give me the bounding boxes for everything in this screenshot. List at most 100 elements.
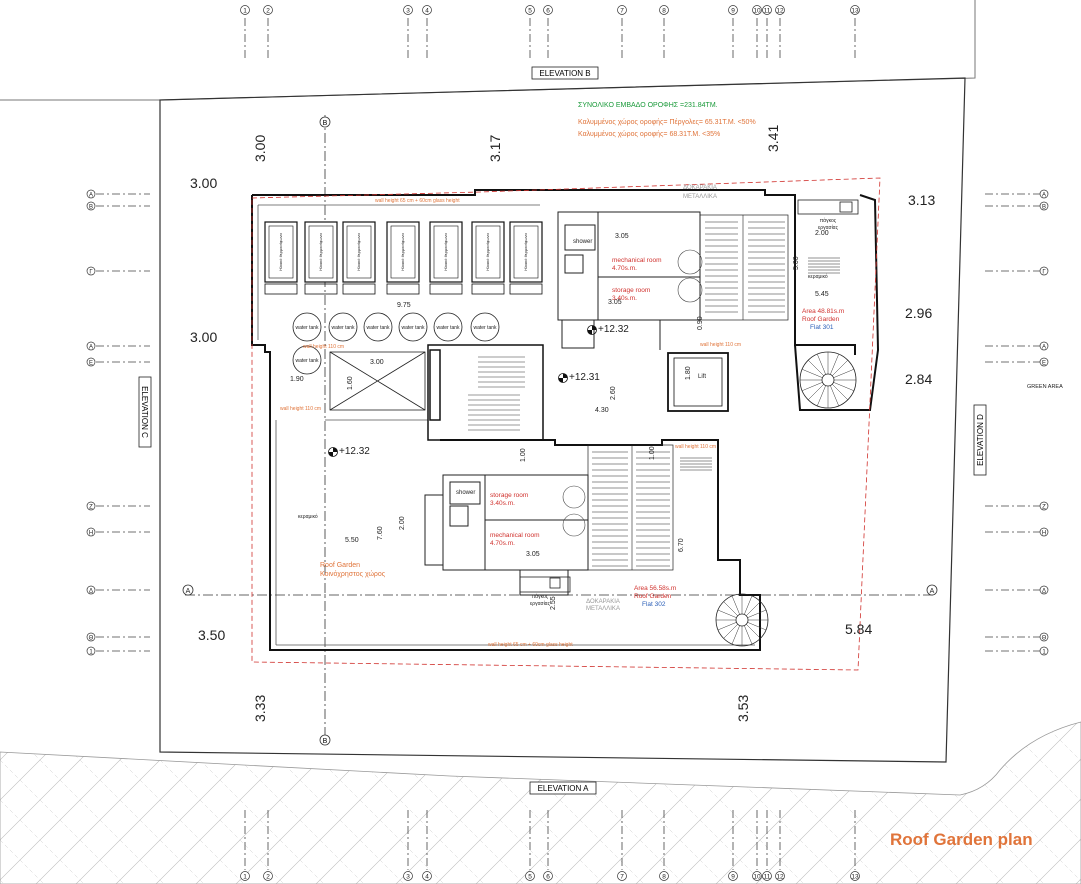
level-markers: +12.32+12.31+12.32: [328, 324, 629, 457]
water-tank-label: water tank: [401, 325, 425, 331]
flat-garden: Roof Garden: [802, 316, 840, 323]
elevation-a: ELEVATION A: [529, 781, 597, 795]
shower-label: shower: [573, 239, 592, 245]
spiral-tread: [833, 382, 854, 391]
spiral-tread: [833, 369, 854, 378]
spiral-tread: [746, 624, 761, 639]
solar-panel-label: Ηλιακό θερμοσίφωνα: [356, 233, 361, 271]
water-tank-circle: [433, 312, 463, 342]
spiral-tread: [808, 384, 824, 400]
grid-col-label: 2: [266, 8, 270, 15]
spiral-tread: [830, 354, 839, 375]
elevation-a-label: ELEVATION A: [538, 784, 589, 793]
elevation-c-label: ELEVATION C: [140, 386, 149, 438]
counter-label: πάγκος: [820, 217, 837, 224]
stair-core: [427, 344, 544, 441]
grid-row-marker: [1039, 646, 1049, 656]
solar-panel: [264, 221, 298, 283]
elevation-b: ELEVATION B: [531, 66, 599, 80]
green-area-label: GREEN AREA: [1027, 384, 1063, 390]
grid-col-label: 3: [406, 8, 410, 15]
summary-line1: Καλυμμένος χώρος οροφής= Πέργολες= 65.31…: [578, 118, 756, 126]
grid-col-label: 10: [753, 874, 761, 881]
grid-col-label: 3: [406, 874, 410, 881]
grid-col-marker: [752, 871, 762, 881]
grid-col-label: 4: [425, 874, 429, 881]
grid-col-label: 9: [731, 874, 735, 881]
grid-row-marker: [86, 266, 96, 276]
room-label: mechanical room: [490, 532, 540, 539]
flat-area: Area 48.81s.m: [802, 308, 844, 315]
pergola-top: [699, 214, 789, 321]
solar-panel-inner: [513, 225, 539, 279]
grid-row-label: Z: [89, 505, 93, 511]
grid-col-label: 12: [776, 874, 784, 881]
solar-panel-inner: [308, 225, 334, 279]
grid-row-marker: [86, 527, 96, 537]
spiral-tread: [731, 625, 740, 645]
solar-panel: [429, 221, 463, 283]
grid-col-marker: [762, 871, 772, 881]
water-tank-circle: [470, 312, 500, 342]
grid-col-marker: [617, 5, 627, 15]
grid-col-marker: [240, 5, 250, 15]
dimension-large: 3.33: [252, 695, 268, 722]
grid-col-label: 13: [851, 874, 859, 881]
solar-panel-label: Ηλιακό θερμοσίφωνα: [318, 233, 323, 271]
grid-row-label: Γ: [1042, 270, 1046, 276]
grid-col-label: 6: [546, 874, 550, 881]
dimension-small: 2.55: [550, 596, 557, 610]
solar-panel-inner: [433, 225, 459, 279]
svg-text:B: B: [323, 738, 328, 745]
wall-note: wall height 65 cm + 60cm glass height: [488, 642, 573, 648]
spiral-tread: [744, 595, 753, 615]
water-tank-circle: [292, 345, 322, 375]
plot-boundary: [159, 77, 966, 763]
room-area: 4.70s.m.: [612, 265, 637, 272]
grid-row-marker: [1039, 341, 1049, 351]
flat-area: Area 56.58s.m: [634, 585, 676, 592]
room-label: storage room: [612, 287, 650, 294]
solar-panel: [471, 221, 505, 283]
grid-col-marker: [422, 871, 432, 881]
water-tank-label: water tank: [473, 325, 497, 331]
spiral-tread: [731, 595, 740, 615]
grid-row-label: A: [89, 193, 93, 199]
dimension-large: 3.41: [765, 125, 781, 152]
spiral-tread: [717, 622, 737, 631]
dimension-small: 3.05: [526, 551, 540, 558]
room-labels: ΣΥΝΟΛΙΚΟ ΕΜΒΑΔΟ ΟΡΟΦΗΣ =231.84ΤΜ.Καλυμμέ…: [280, 102, 1063, 648]
axis-delta-marker: [926, 584, 938, 596]
grid-row-marker: [86, 201, 96, 211]
room-label: storage room: [490, 492, 528, 499]
level-marker-fill: [587, 325, 597, 335]
solar-panel-base: [304, 283, 338, 295]
grid-row-marker: [1039, 632, 1049, 642]
grid-col-marker: [263, 871, 273, 881]
grid-row-label: H: [89, 531, 93, 537]
wall-note: wall height 110 cm: [303, 344, 344, 350]
solar-panel-base: [386, 283, 420, 295]
grid-col-label: 2: [266, 874, 270, 881]
water-tank-label: water tank: [295, 358, 319, 364]
grid-row-marker: [86, 632, 96, 642]
axis-b-top-marker: [319, 116, 331, 128]
grid-row-label: Z: [1042, 505, 1046, 511]
dimension-small: 3.05: [615, 233, 629, 240]
grid-col-marker: [525, 871, 535, 881]
solar-panel: [509, 221, 543, 283]
spiral-tread: [817, 354, 826, 375]
flat-name: Flat 302: [642, 601, 666, 608]
counter-label: εργασίας: [530, 601, 551, 607]
water-tank-circle: [398, 312, 428, 342]
common-label: Roof Garden: [320, 562, 360, 569]
grid-col-label: 11: [764, 8, 771, 15]
grid-col-marker: [659, 871, 669, 881]
lift-shaft: [667, 352, 729, 412]
dimension-small: 4.30: [595, 407, 609, 414]
